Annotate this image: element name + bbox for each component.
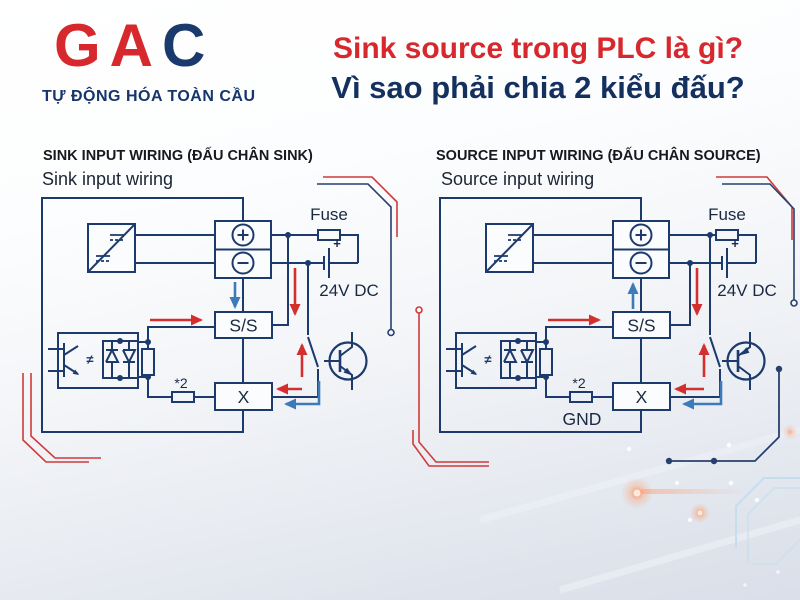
ss-terminal-label: S/S	[229, 316, 257, 336]
transistor-npn-icon	[324, 332, 368, 390]
logo-letter-c: C	[162, 12, 215, 79]
gnd-label: GND	[563, 409, 602, 429]
blue-flow-arrows	[229, 282, 321, 410]
source-diagram-heading: SOURCE INPUT WIRING (ĐẤU CHÂN SOURCE)	[436, 148, 761, 164]
resistor-icon	[539, 348, 553, 376]
transistor-pnp-icon	[722, 332, 766, 390]
logo-wordmark: GAC	[54, 16, 214, 76]
led-up-icon	[503, 341, 518, 378]
x-terminal-label: X	[238, 387, 250, 407]
logo-letter-a: A	[109, 12, 163, 79]
terminal-block	[214, 220, 272, 279]
mid-red-trace	[412, 306, 489, 467]
hexagon-outline	[735, 477, 800, 565]
resistor-note-label: *2	[174, 375, 187, 391]
flow-arrow-blue	[682, 381, 723, 410]
junction-dot	[515, 375, 521, 381]
fuse-label: Fuse	[310, 205, 348, 224]
minus-terminal-icon	[629, 251, 653, 275]
ss-feed-wire	[272, 235, 289, 326]
flow-arrow-blue	[284, 381, 321, 410]
plus-terminal-icon	[629, 223, 653, 247]
battery-plus-label: +	[333, 236, 341, 251]
title-line-2: Vì sao phải chia 2 kiểu đấu?	[331, 70, 745, 105]
led-down-icon	[520, 341, 535, 378]
glow-dots	[621, 424, 798, 523]
junction-dot	[117, 375, 123, 381]
sparkle-dots	[626, 442, 780, 587]
phototransistor-icon	[48, 343, 79, 377]
red-flow-arrows	[150, 268, 308, 395]
pcb-trace-bottom-right	[665, 365, 783, 465]
sink-circuit-svg: + Fuse 24V DC S/S X *2 ≠	[41, 197, 379, 433]
supply-voltage-label: 24V DC	[319, 281, 379, 300]
led-down-icon	[122, 341, 137, 378]
optocoupler-icon	[446, 332, 537, 389]
ss-terminal-box	[612, 311, 671, 339]
x-terminal-label: X	[636, 387, 648, 407]
power-supply-icon	[87, 223, 136, 273]
sink-diagram-heading: SINK INPUT WIRING (ĐẤU CHÂN SINK)	[43, 148, 313, 164]
switch-icon	[709, 336, 721, 397]
sink-diagram-subheading: Sink input wiring	[42, 169, 174, 189]
series-resistor-icon	[569, 391, 593, 403]
resistor-note-label: *2	[572, 375, 585, 391]
page-title: Sink source trong PLC là gì? Vì sao phải…	[288, 30, 788, 108]
corner-trace-right-diagram	[716, 176, 798, 307]
light-streaks	[479, 426, 800, 594]
blue-flow-arrows	[627, 282, 723, 410]
source-diagram: SOURCE INPUT WIRING (ĐẤU CHÂN SOURCE) So…	[416, 146, 798, 486]
junction-dot	[285, 232, 291, 238]
battery-icon	[721, 248, 728, 278]
light-coupling-symbol: ≠	[86, 352, 93, 367]
junction-dot	[687, 260, 693, 266]
phototransistor-icon	[446, 343, 477, 377]
series-resistor-icon	[171, 391, 195, 403]
corner-zigzag-left	[22, 373, 101, 463]
fuse-icon	[715, 229, 739, 241]
junction-dot	[707, 232, 713, 238]
ss-feed-wire	[670, 263, 691, 326]
supply-voltage-label: 24V DC	[717, 281, 777, 300]
junction-dot	[305, 260, 311, 266]
plus-terminal-icon	[231, 223, 255, 247]
switch-icon	[307, 336, 319, 397]
battery-icon	[323, 248, 330, 278]
logo-tagline: TỰ ĐỘNG HÓA TOÀN CẦU	[42, 88, 256, 105]
resistor-icon	[141, 348, 155, 376]
title-line-1: Sink source trong PLC là gì?	[332, 32, 744, 65]
minus-terminal-icon	[231, 251, 255, 275]
battery-plus-label: +	[731, 236, 739, 251]
circuit-lines	[41, 197, 368, 433]
terminal-block	[612, 220, 670, 279]
ss-terminal-label: S/S	[627, 316, 655, 336]
fuse-icon	[317, 229, 341, 241]
sink-diagram: SINK INPUT WIRING (ĐẤU CHÂN SINK) Sink i…	[18, 146, 400, 486]
led-up-icon	[105, 341, 120, 378]
red-flow-arrows	[548, 268, 710, 395]
optocoupler-icon	[48, 332, 139, 389]
junction-dot	[117, 338, 123, 344]
junction-dot	[515, 338, 521, 344]
gac-logo: GAC TỰ ĐỘNG HÓA TOÀN CẦU	[42, 16, 255, 106]
circuit-lines	[439, 197, 766, 433]
light-coupling-symbol: ≠	[484, 352, 491, 367]
source-diagram-subheading: Source input wiring	[441, 169, 595, 189]
fuse-label: Fuse	[708, 205, 746, 224]
logo-letter-g: G	[54, 12, 110, 79]
power-supply-icon	[485, 223, 534, 273]
corner-trace-left-diagram	[317, 176, 398, 337]
